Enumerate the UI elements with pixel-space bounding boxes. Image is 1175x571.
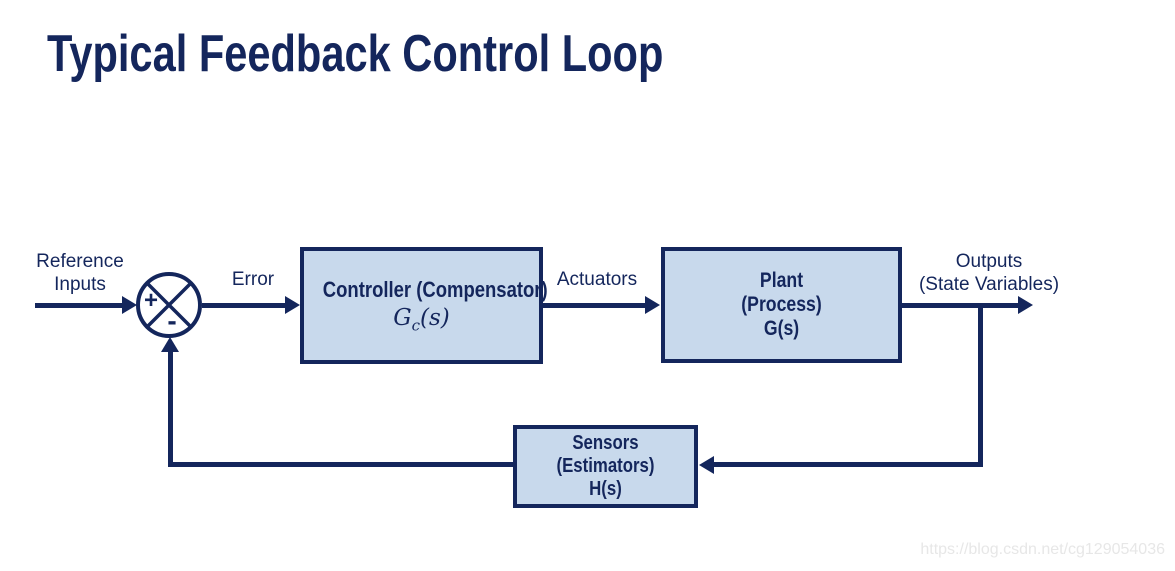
label-actuators: Actuators [556,269,638,290]
error-line [202,303,286,308]
label-reference-inputs-line2: Inputs [54,274,106,295]
label-outputs-line1: Outputs [955,251,1023,272]
label-outputs-line2: (State Variables) [918,274,1060,295]
controller-tf-subscript: c [411,316,421,335]
label-reference-inputs-line1: Reference [36,251,124,272]
output-line [902,303,1018,308]
reference-input-arrowhead-icon [122,296,137,314]
actuators-arrowhead-icon [645,296,660,314]
controller-tf-args: (s) [420,304,450,331]
plant-block-title: Plant [759,269,804,292]
plant-block: Plant (Process) G(s) [661,247,902,363]
feedback-left-horizontal-line [168,462,513,467]
page-title-text: Typical Feedback Control Loop [47,25,664,83]
feedback-into-junction-arrowhead-icon [161,337,179,352]
feedback-up-vertical-line [168,350,173,467]
watermark-url: https://blog.csdn.net/cg129054036 [920,541,1165,558]
page-title: Typical Feedback Control Loop [47,24,817,84]
output-arrowhead-icon [1018,296,1033,314]
summing-junction-minus-sign: - [167,305,177,336]
label-outputs: Outputs (State Variables) [899,250,1079,296]
feedback-right-horizontal-line [714,462,983,467]
sensors-block-subtitle: (Estimators) [556,455,655,477]
summing-junction [136,272,202,338]
label-reference-inputs: Reference Inputs [20,250,140,296]
feedback-tap-vertical-line [978,303,983,467]
feedback-into-sensors-arrowhead-icon [699,456,714,474]
controller-tf-g: G [393,304,412,331]
reference-input-line [35,303,123,308]
plant-block-subtitle: (Process) [741,293,822,316]
sensors-transfer-function: H(s) [589,478,622,500]
error-arrowhead-icon [285,296,300,314]
controller-transfer-function: Gc(s) [393,305,450,335]
actuators-line [543,303,646,308]
controller-block-title: Controller (Compensator) [322,276,548,302]
summing-junction-cross-line [145,281,193,329]
summing-junction-plus-sign: + [143,287,159,314]
label-error: Error [231,269,275,290]
sensors-block-title: Sensors [572,432,639,454]
plant-transfer-function: G(s) [763,317,800,340]
sensors-block: Sensors (Estimators) H(s) [513,425,698,508]
controller-block: Controller (Compensator) Gc(s) [300,247,548,364]
